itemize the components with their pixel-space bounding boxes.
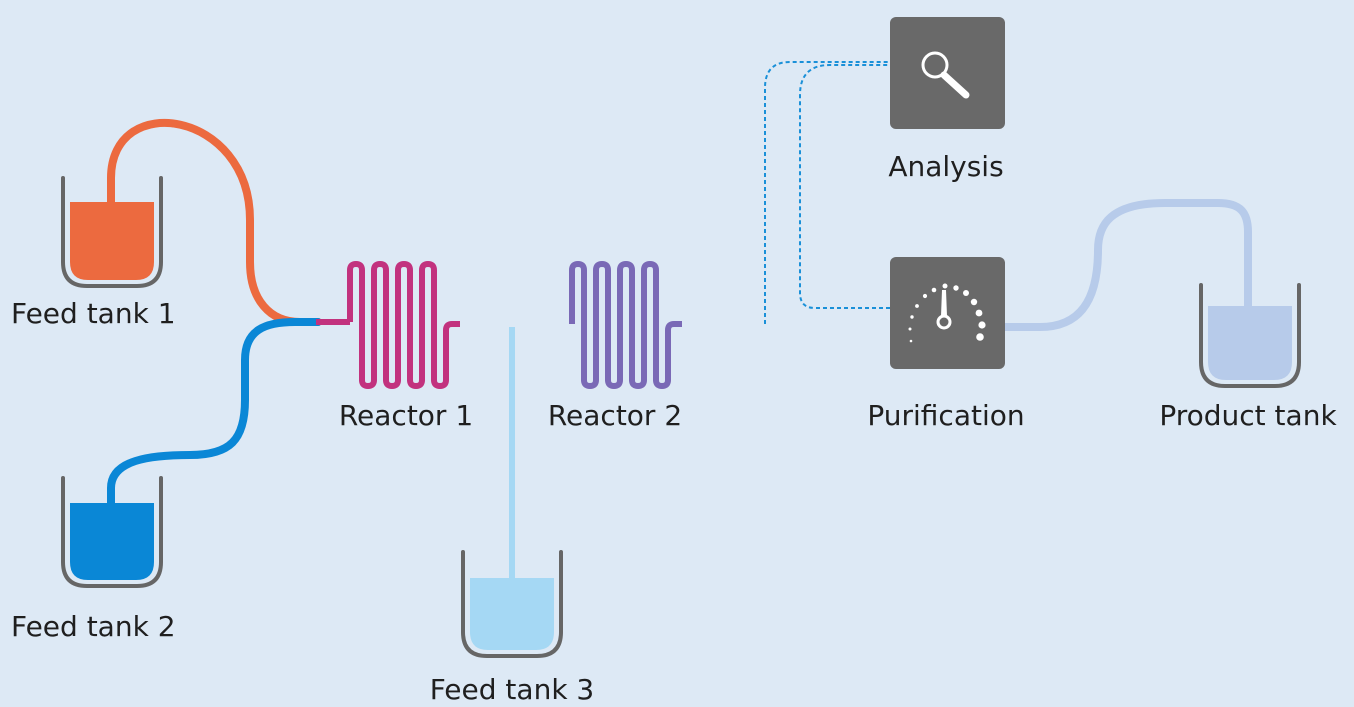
feed-tank-3-liquid [470, 578, 554, 650]
feed-tank-2-liquid [70, 503, 154, 580]
purification-unit [890, 257, 1005, 369]
reactor-2-label: Reactor 2 [548, 399, 682, 432]
reactor-2-coil [569, 261, 682, 389]
product-tank-liquid [1208, 306, 1292, 380]
feed-tank-1-label: Feed tank 1 [11, 297, 176, 330]
product-pipe [1001, 199, 1252, 331]
feed-tank-3-wall [461, 550, 563, 658]
product-tank [1199, 283, 1301, 388]
analysis-label: Analysis [888, 150, 1003, 183]
analysis-dashed-line-1 [764, 61, 890, 324]
gauge-icon [908, 283, 986, 343]
feed2-pipe [107, 318, 322, 509]
analysis-dashed-line-2 [799, 64, 890, 309]
feed1-pipe [107, 118, 322, 326]
feed-tank-1-liquid [70, 202, 154, 280]
analysis-unit [890, 17, 1005, 129]
magnifier-icon [921, 51, 970, 99]
product-tank-label: Product tank [1159, 399, 1337, 432]
purification-box [890, 257, 1005, 369]
feed-tank-3-label: Feed tank 3 [430, 673, 595, 706]
feed-tank-2 [61, 476, 163, 588]
feed-tank-3 [461, 550, 563, 658]
feed-tank-2-label: Feed tank 2 [11, 610, 176, 643]
analysis-box [890, 17, 1005, 129]
feed-tank-2-wall [61, 476, 163, 588]
reactor-1-coil [347, 261, 460, 389]
purification-label: Purification [867, 399, 1024, 432]
reactor-1-label: Reactor 1 [339, 399, 473, 432]
feed-tank-1-wall [61, 176, 163, 288]
feed-tank-1 [61, 176, 163, 288]
product-tank-wall [1199, 283, 1301, 388]
